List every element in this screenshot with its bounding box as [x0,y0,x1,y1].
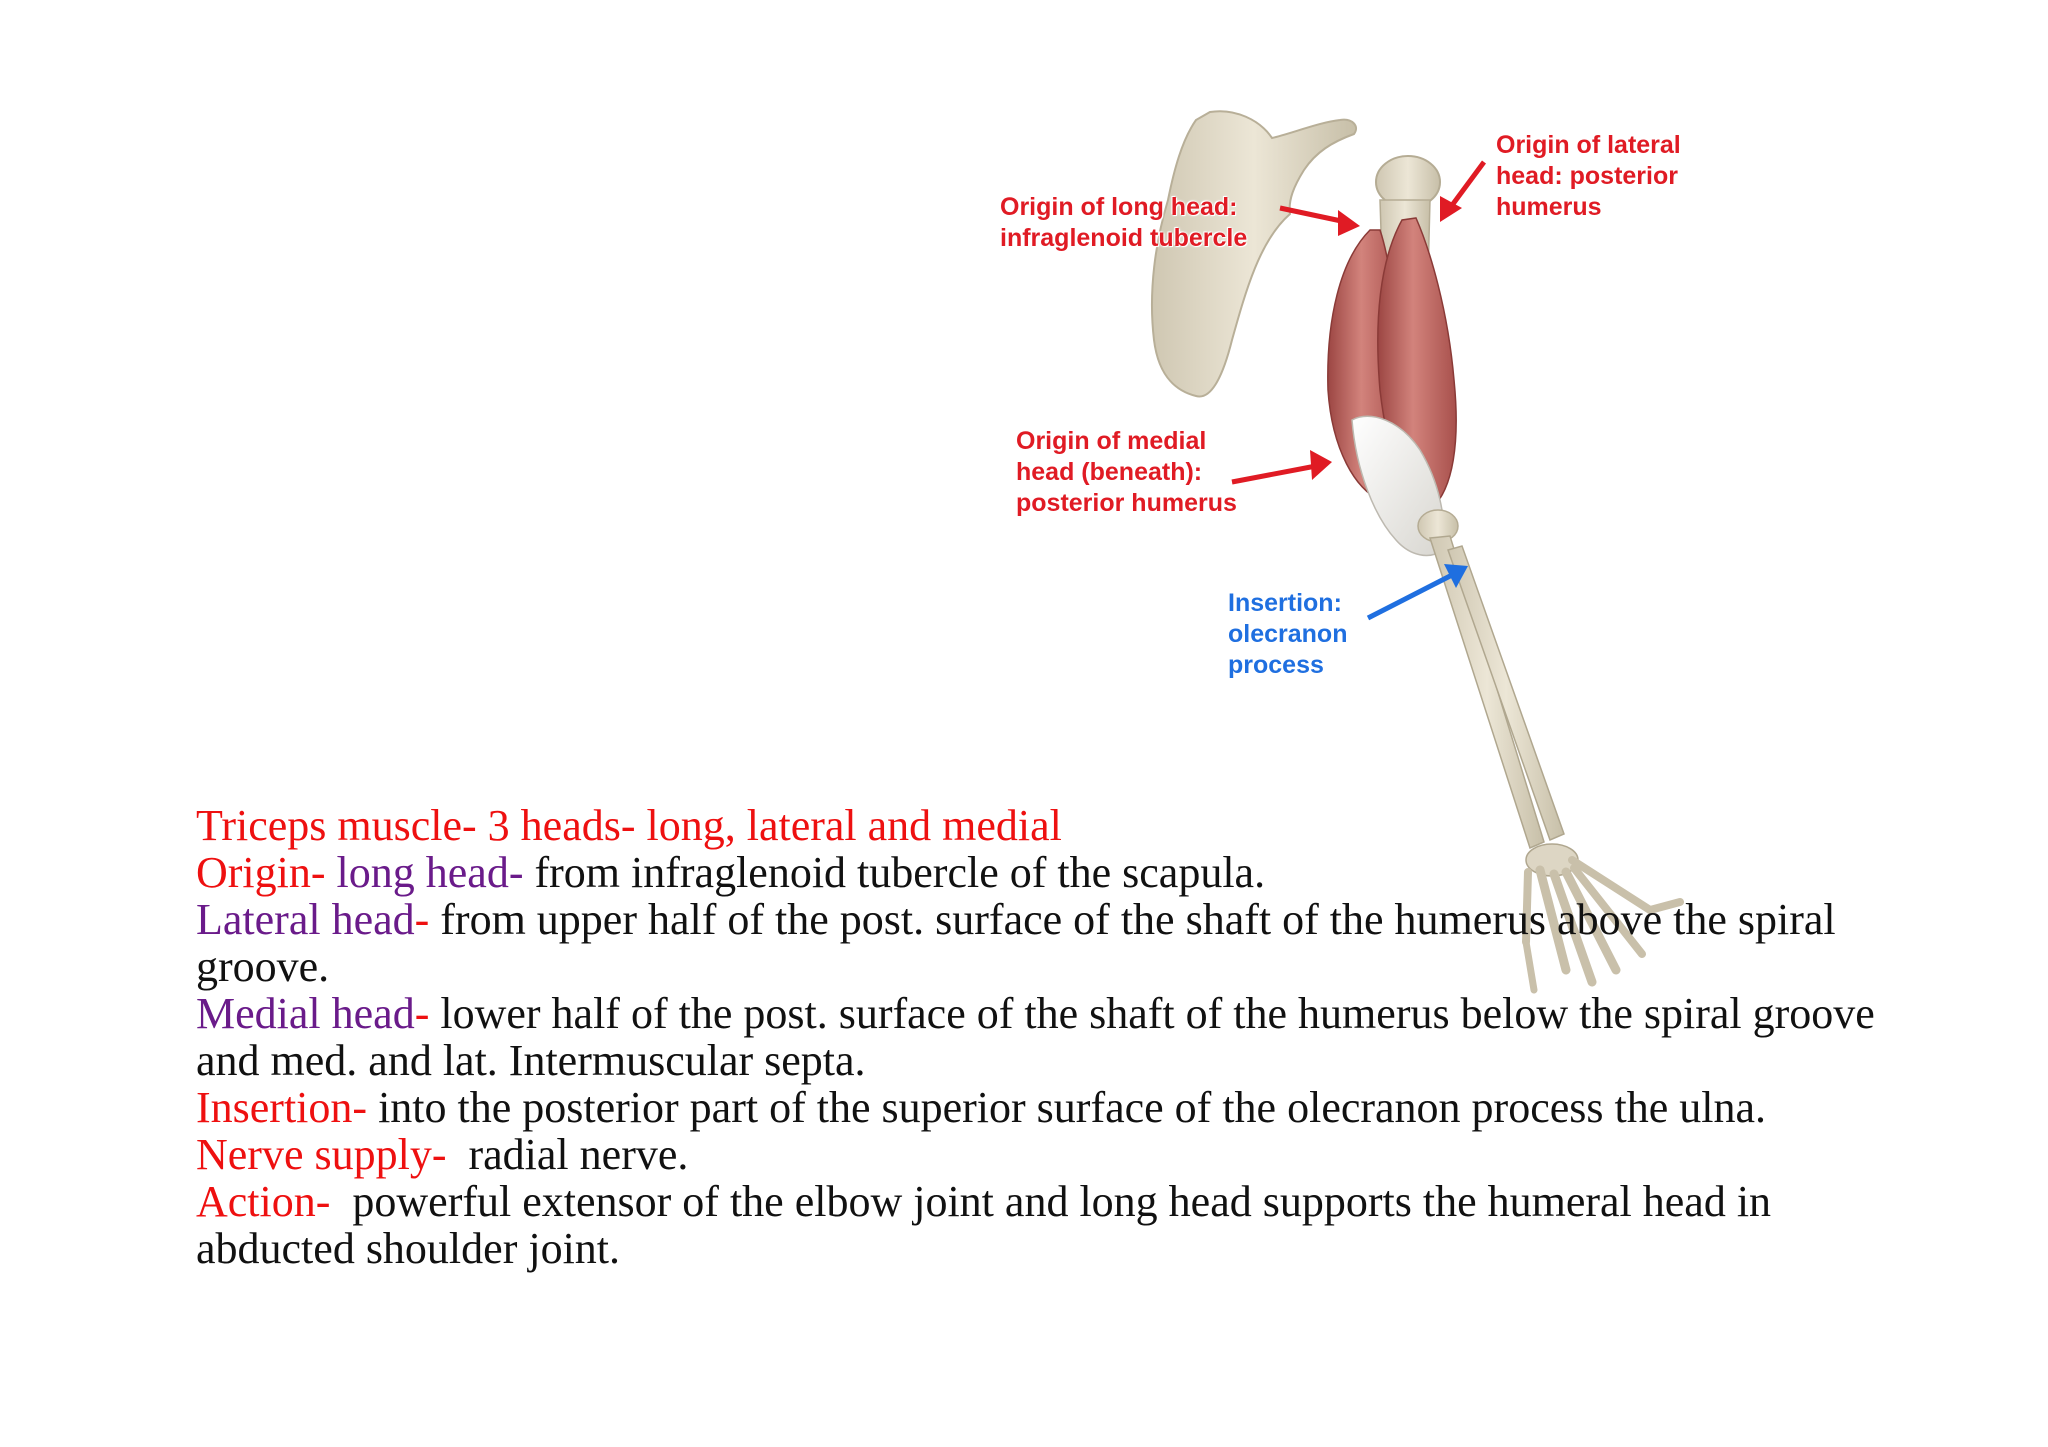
medial-label: Medial head [196,989,415,1038]
callout-line: posterior humerus [1016,489,1237,517]
triceps-anatomy-figure: Origin of long head: infraglenoid tuberc… [960,90,1840,1090]
arm-illustration [1150,110,1684,994]
nerve-text: radial nerve. [446,1130,689,1179]
callout-line: head: posterior [1496,162,1678,190]
medial-dash: - [414,989,430,1038]
notes-action: Action- powerful extensor of the elbow j… [196,1178,1876,1272]
callout-line: Insertion: [1228,589,1342,617]
callout-medial-head: Origin of medial head (beneath): posteri… [1016,426,1237,519]
insertion-label: Insertion- [196,1083,368,1132]
callout-line: Origin of medial [1016,427,1207,455]
medial-text: lower half of the post. surface of the s… [196,989,1875,1085]
triceps-notes: Triceps muscle- 3 heads- long, lateral a… [196,802,1876,1272]
heading-text: Triceps muscle- 3 heads- long, lateral a… [196,801,1062,850]
callout-line: process [1228,651,1324,679]
notes-heading: Triceps muscle- 3 heads- long, lateral a… [196,802,1876,849]
callout-line: Origin of long head: [1000,193,1238,221]
action-text: powerful extensor of the elbow joint and… [196,1177,1783,1273]
radius [1447,545,1565,842]
origin-text: from infraglenoid tubercle of the scapul… [523,848,1266,897]
notes-lateral-head: Lateral head- from upper half of the pos… [196,896,1876,990]
callout-line: head (beneath): [1016,458,1203,486]
callout-insertion: Insertion: olecranon process [1228,588,1347,681]
callout-lateral-head: Origin of lateral head: posterior humeru… [1496,130,1681,223]
notes-medial-head: Medial head- lower half of the post. sur… [196,990,1876,1084]
notes-origin: Origin- long head- from infraglenoid tub… [196,849,1876,896]
notes-nerve-supply: Nerve supply- radial nerve. [196,1131,1876,1178]
insertion-text: into the posterior part of the superior … [367,1083,1767,1132]
origin-label: Origin- [196,848,326,897]
origin-sub-label: long head [336,848,509,897]
callout-line: humerus [1496,193,1602,221]
nerve-label: Nerve supply- [196,1130,447,1179]
lateral-text: from upper half of the post. surface of … [196,895,1836,991]
callout-line: infraglenoid tubercle [1000,224,1248,252]
origin-dash: - [508,848,524,897]
lateral-label: Lateral head [196,895,415,944]
scapula [1150,110,1358,398]
callout-long-head: Origin of long head: infraglenoid tuberc… [1000,192,1247,254]
ulna [1429,535,1545,850]
callout-line: olecranon [1228,620,1348,648]
action-label: Action- [196,1177,331,1226]
lateral-dash: - [414,895,430,944]
callout-arrows [1231,160,1487,621]
callout-line: Origin of lateral [1496,131,1681,159]
notes-insertion: Insertion- into the posterior part of th… [196,1084,1876,1131]
hand-bones [1522,843,1684,994]
